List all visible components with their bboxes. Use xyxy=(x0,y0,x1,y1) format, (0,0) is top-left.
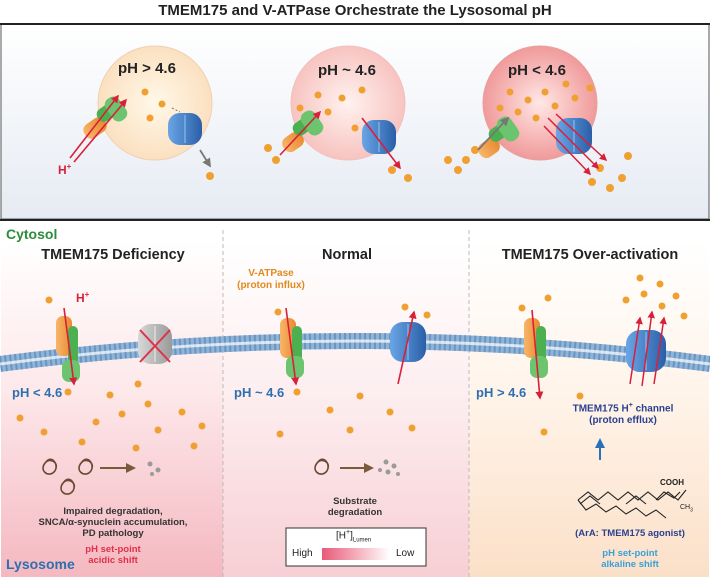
ph-label-p2: pH ~ 4.6 xyxy=(234,385,285,400)
lysosome-label: Lysosome xyxy=(6,556,75,572)
p3-vatpase xyxy=(626,310,667,387)
deficiency-note: Impaired degradation, SNCA/α-synuclein a… xyxy=(38,506,188,539)
membrane xyxy=(0,333,710,372)
panel-overactivation-bg xyxy=(469,240,709,577)
ph-label-p1: pH < 4.6 xyxy=(12,385,63,400)
top-tmem175-2 xyxy=(279,110,324,156)
h-plus-p1: H+ xyxy=(76,290,90,305)
setpoint-acidic: pH set-point acidic shift xyxy=(85,544,141,566)
panel-title-deficiency: TMEM175 Deficiency xyxy=(41,247,185,263)
legend-title: [H+]Lumen xyxy=(336,529,372,544)
bottom-protons xyxy=(16,274,688,452)
degraded-products xyxy=(147,459,400,476)
setpoint-alkaline: pH set-point alkaline shift xyxy=(601,548,659,570)
cytosol-label: Cytosol xyxy=(6,226,58,242)
panel-title-normal: Normal xyxy=(322,247,372,263)
p1-vatpase-blocked xyxy=(138,324,172,364)
agonist-label: (ArA: TMEM175 agonist) xyxy=(575,528,685,539)
top-vatpase-3 xyxy=(543,113,608,176)
chem-ch3: CH3 xyxy=(680,504,693,514)
top-tmem175-3 xyxy=(477,116,520,159)
top-vatpase-1 xyxy=(168,107,211,168)
ph-label-top-1: pH > 4.6 xyxy=(118,60,176,77)
channel-label: TMEM175 H+ channel (proton efflux) xyxy=(572,402,674,427)
legend-low: Low xyxy=(396,548,415,559)
substrate-aggregates xyxy=(42,458,330,495)
ph-label-top-2: pH ~ 4.6 xyxy=(318,62,376,79)
h-plus-top: H+ xyxy=(58,162,72,177)
ph-label-top-3: pH < 4.6 xyxy=(508,62,566,79)
vatpase-label: V-ATPase (proton influx) xyxy=(237,268,305,291)
legend-high: High xyxy=(292,548,313,559)
p2-vatpase xyxy=(390,310,426,385)
panel-normal-bg xyxy=(223,240,469,577)
ph-label-p3: pH > 4.6 xyxy=(476,385,527,400)
normal-note: Substrate degradation xyxy=(327,496,383,518)
legend-gradient xyxy=(322,548,390,560)
top-tmem175-1 xyxy=(69,94,128,163)
p1-tmem175 xyxy=(56,307,80,386)
p3-tmem175 xyxy=(524,309,548,400)
chem-cooh: COOH xyxy=(660,478,684,487)
p2-tmem175 xyxy=(280,307,304,386)
arachidonic-acid-structure xyxy=(577,489,687,519)
top-vatpase-2 xyxy=(361,117,401,170)
figure-title: TMEM175 and V-ATPase Orchestrate the Lys… xyxy=(158,2,552,19)
panel-title-overactivation: TMEM175 Over-activation xyxy=(501,247,679,263)
panel-deficiency-bg xyxy=(1,240,223,577)
